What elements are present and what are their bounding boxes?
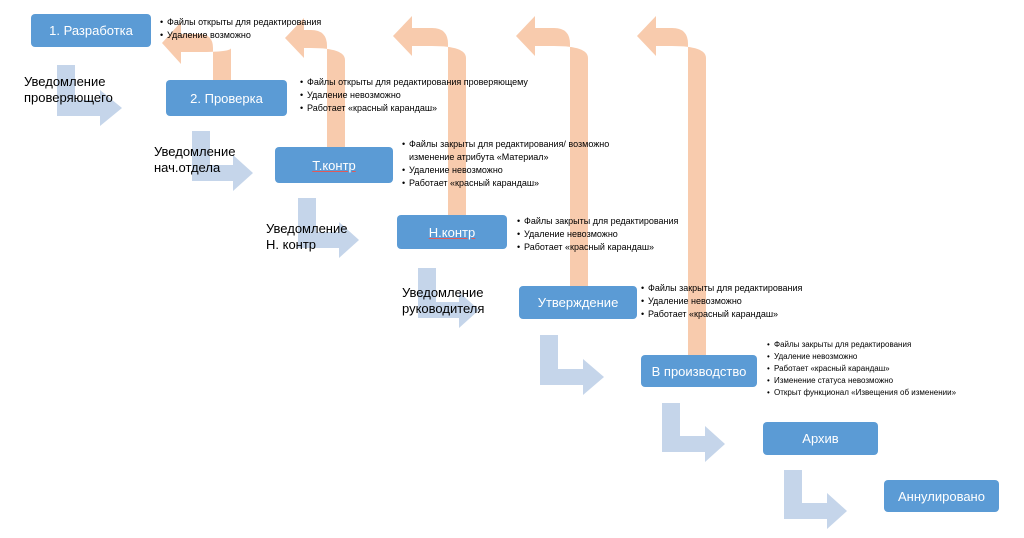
note-item: Работает «красный карандаш»: [300, 102, 600, 115]
notes-proverka: Файлы открыты для редактирования проверя…: [300, 76, 600, 115]
notification-proveryayushchego: Уведомление проверяющего: [24, 74, 113, 106]
note-item: Файлы открыты для редактирования: [160, 16, 360, 29]
stage-label: Аннулировано: [898, 488, 985, 504]
notification-line: Уведомление: [24, 74, 106, 89]
note-item: Удаление невозможно: [402, 164, 642, 177]
stage-proverka[interactable]: 2. Проверка: [166, 80, 287, 116]
note-item: Удаление невозможно: [300, 89, 600, 102]
notification-line: Уведомление: [154, 144, 236, 159]
forward-arrow-2: [192, 131, 253, 191]
stage-arhiv[interactable]: Архив: [763, 422, 878, 455]
notification-line: руководителя: [402, 301, 485, 316]
stage-nkontr[interactable]: Н.контр: [397, 215, 507, 249]
notes-nkontr: Файлы закрыты для редактирования Удалени…: [517, 215, 717, 254]
notification-line: нач.отдела: [154, 160, 221, 175]
note-item: Файлы закрыты для редактирования: [767, 339, 1007, 351]
forward-arrow-7: [784, 470, 847, 529]
stage-utverzhdenie[interactable]: Утверждение: [519, 286, 637, 319]
forward-arrows: [57, 65, 847, 529]
note-item: Работает «красный карандаш»: [767, 363, 1007, 375]
stage-razrabotka[interactable]: 1. Разработка: [31, 14, 151, 47]
stage-label: В производство: [651, 363, 747, 379]
notification-n-kontr: Уведомление Н. контр: [266, 221, 347, 253]
return-arrow-production: [637, 16, 706, 355]
forward-arrow-3: [298, 198, 359, 258]
stage-label: Н.контр: [428, 224, 476, 240]
note-item: Файлы открыты для редактирования проверя…: [300, 76, 600, 89]
notes-tkontr: Файлы закрыты для редактирования/ возмож…: [402, 138, 642, 190]
notes-production: Файлы закрыты для редактирования Удалени…: [767, 339, 1007, 399]
notification-line: Уведомление: [402, 285, 484, 300]
note-item: Удаление невозможно: [641, 295, 841, 308]
note-item: Удаление невозможно: [767, 351, 1007, 363]
note-item: Работает «красный карандаш»: [641, 308, 841, 321]
stage-production[interactable]: В производство: [641, 355, 757, 387]
stage-label: Архив: [802, 431, 839, 446]
stage-label: Утверждение: [537, 295, 619, 310]
forward-arrow-4: [418, 268, 479, 328]
notification-nach-otdela: Уведомление нач.отдела: [154, 144, 235, 176]
note-item: Удаление возможно: [160, 29, 360, 42]
forward-arrow-1: [57, 65, 122, 126]
stage-label: 2. Проверка: [190, 90, 263, 106]
notes-utverzhdenie: Файлы закрыты для редактирования Удалени…: [641, 282, 841, 321]
note-item: Работает «красный карандаш»: [517, 241, 717, 254]
stage-tkontr[interactable]: Т.контр: [275, 147, 393, 183]
stage-annulirovano[interactable]: Аннулировано: [884, 480, 999, 512]
notification-line: проверяющего: [24, 90, 113, 105]
notification-line: Уведомление: [266, 221, 348, 236]
stage-label: 1. Разработка: [49, 23, 133, 38]
note-item: Изменение статуса невозможно: [767, 375, 1007, 387]
notes-razrabotka: Файлы открыты для редактирования Удалени…: [160, 16, 360, 42]
note-item: Файлы закрыты для редактирования: [517, 215, 717, 228]
note-item: Файлы закрыты для редактирования: [641, 282, 841, 295]
notification-line: Н. контр: [266, 237, 317, 252]
forward-arrow-6: [662, 403, 725, 462]
stage-label: Т.контр: [312, 157, 356, 173]
note-item: Файлы закрыты для редактирования/ возмож…: [402, 138, 642, 164]
note-item: Удаление невозможно: [517, 228, 717, 241]
note-item: Работает «красный карандаш»: [402, 177, 642, 190]
notification-rukovoditelya: Уведомление руководителя: [402, 285, 484, 317]
forward-arrow-5: [540, 335, 604, 395]
note-item: Открыт функционал «Извещения об изменени…: [767, 387, 1007, 399]
return-arrow-nkontr: [393, 16, 466, 215]
